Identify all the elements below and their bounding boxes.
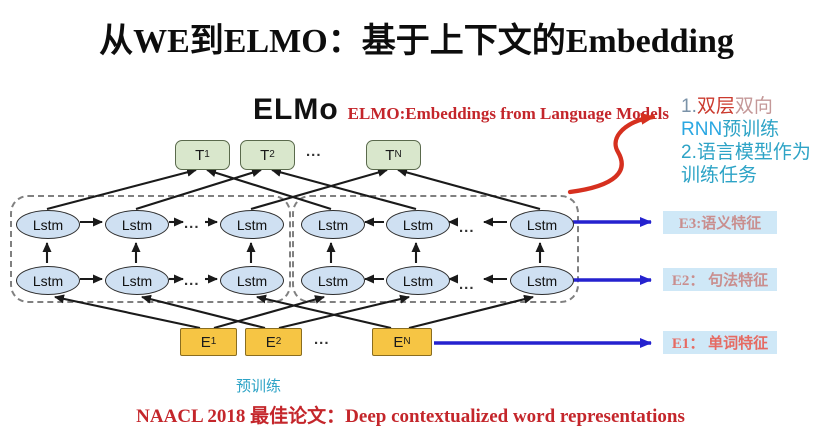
node-label: E (265, 333, 276, 351)
lstm-node: Lstm (301, 210, 365, 239)
annotation-number: 1. (681, 96, 697, 117)
feature-label: E1： 单词特征 (671, 336, 769, 352)
lstm-node: Lstm (510, 210, 574, 239)
feature-label: E3:语义特征 (678, 216, 762, 232)
lstm-node: Lstm (220, 266, 284, 295)
lstm-node: Lstm (16, 210, 80, 239)
feature-box-e2: E2： 句法特征 (663, 268, 777, 291)
lstm-node: Lstm (301, 266, 365, 295)
t-row-ellipsis: ... (306, 143, 322, 160)
lstm-row-ellipsis: ... (459, 276, 475, 293)
lstm-node: Lstm (510, 266, 574, 295)
annotation-highlight: 双层 (696, 96, 735, 117)
red-curve-arrow (567, 112, 656, 195)
page-title: 从WE到ELMO：基于上下文的Embedding (99, 23, 734, 60)
elmo-header: ELMo ELMO:Embeddings from Language Model… (253, 93, 669, 127)
lstm-row-ellipsis: ... (459, 219, 475, 236)
annotation-notes: 1.双层双向 RNN预训练 2.语言模型作为 训练任务 (681, 95, 833, 187)
feature-box-e3: E3:语义特征 (663, 211, 777, 234)
annotation-en: RNN (681, 119, 723, 140)
elmo-subtitle: ELMO:Embeddings from Language Models (347, 104, 669, 123)
annotation-line-4: 训练任务 (681, 165, 758, 186)
e-row-ellipsis: ... (314, 331, 330, 348)
blue-feature-arrows (434, 217, 652, 348)
feature-box-e1: E1： 单词特征 (663, 331, 777, 354)
node-label: T (385, 146, 395, 164)
paper-reference: NAACL 2018 最佳论文：Deep contextualized word… (136, 406, 685, 427)
lstm-node: Lstm (220, 210, 284, 239)
node-label: T (195, 146, 205, 164)
lstm-row-ellipsis: ... (184, 215, 200, 232)
pretrain-label: 预训练 (236, 378, 282, 395)
lstm-node: Lstm (105, 266, 169, 295)
annotation-cn: 预训练 (722, 119, 780, 140)
node-label: T (260, 146, 270, 164)
elmo-label: ELMo (253, 93, 339, 126)
feature-label: E2： 句法特征 (671, 273, 769, 289)
black-arrows (42, 167, 545, 330)
node-label: E (200, 333, 211, 351)
node-label: E (393, 333, 404, 351)
annotation-line-3: 2.语言模型作为 (681, 142, 811, 163)
backward-lstm-group (292, 195, 579, 303)
annotation-text: 双向 (734, 96, 773, 117)
annotation-line-1: 1.双层双向 (681, 95, 833, 118)
lstm-node: Lstm (105, 210, 169, 239)
annotation-line-2: RNN预训练 (681, 118, 833, 141)
lstm-row-ellipsis: ... (184, 272, 200, 289)
lstm-node: Lstm (386, 266, 450, 295)
lstm-node: Lstm (16, 266, 80, 295)
lstm-node: Lstm (386, 210, 450, 239)
